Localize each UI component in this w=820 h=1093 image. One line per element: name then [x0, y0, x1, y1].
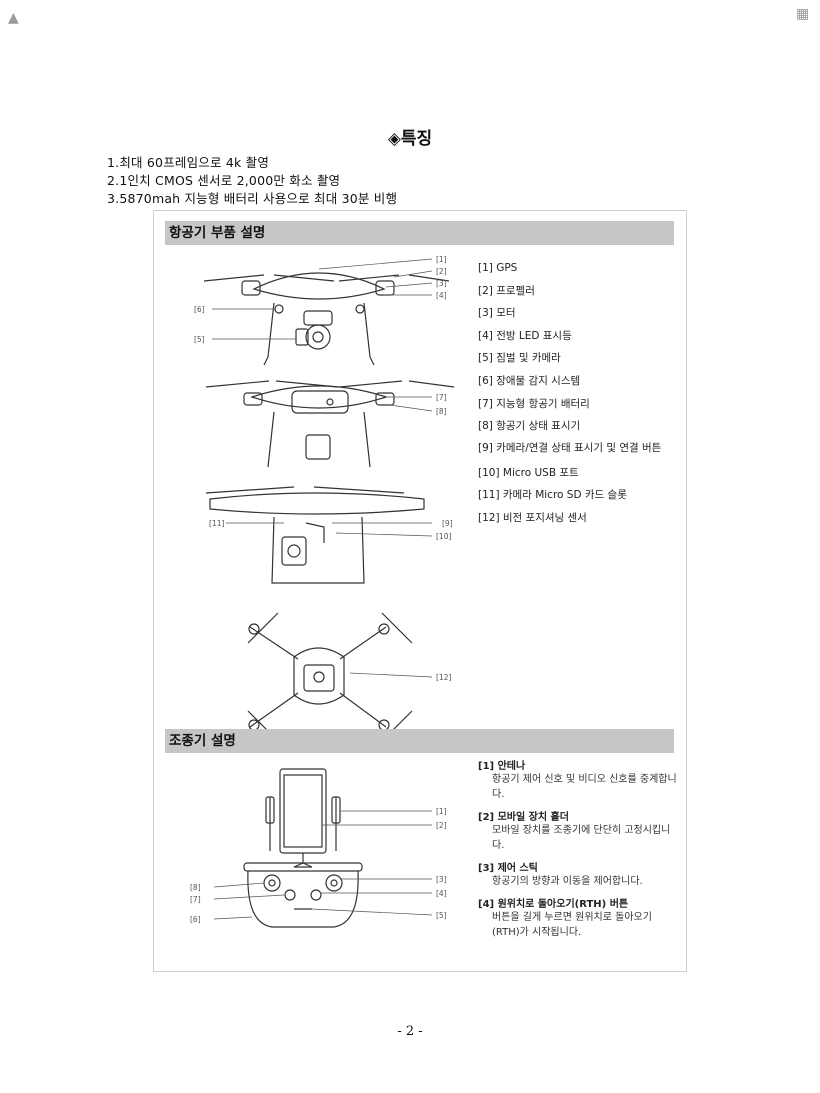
- rc-item-heading: [1] 안테나: [478, 761, 526, 772]
- part-item: [4] 전방 LED 표시등: [478, 329, 572, 342]
- controller-section-heading: 조종기 설명: [165, 729, 674, 753]
- page-number: - 2 -: [397, 1024, 423, 1039]
- part-item: [8] 항공기 상태 표시기: [478, 420, 581, 433]
- part-item: [7] 지능형 항공기 배터리: [478, 397, 590, 410]
- rc-callout-6: [6]: [190, 915, 201, 924]
- rc-callout-2: [2]: [436, 821, 447, 830]
- part-item: [5] 짐벌 및 카메라: [478, 352, 561, 365]
- callout-8: [8]: [436, 407, 447, 416]
- part-item: [11] 카메라 Micro SD 카드 슬롯: [478, 489, 627, 502]
- rc-callout-3: [3]: [436, 875, 447, 884]
- part-item: [1] GPS: [478, 262, 518, 274]
- corner-mark-left: ▲: [8, 10, 19, 26]
- rc-item-heading: [3] 제어 스틱: [478, 863, 538, 874]
- feature-3: 3.5870mah 지능형 배터리 사용으로 최대 30분 비행: [107, 191, 398, 206]
- part-item: [12] 비전 포지셔닝 센서: [478, 511, 587, 524]
- aircraft-parts-list: [1] GPS [2] 프로펠러 [3] 모터 [4] 전방 LED 표시등 […: [478, 257, 678, 530]
- rc-callout-1: [1]: [436, 807, 447, 816]
- drone-side-view: [205, 486, 425, 584]
- rc-item-description: 버튼을 길게 누르면 원위치로 돌아오기(RTH)가 시작됩니다.: [492, 912, 652, 938]
- part-item: [9] 카메라/연결 상태 표시기 및 연결 버튼: [478, 441, 662, 454]
- callout-10: [10]: [436, 532, 451, 541]
- manual-figure: 항공기 부품 설명: [153, 210, 687, 972]
- rc-callout-8: [8]: [190, 883, 201, 892]
- rc-item-description: 항공기 제어 신호 및 비디오 신호를 중계합니다.: [492, 774, 677, 800]
- callout-2: [2]: [436, 267, 447, 276]
- callout-5: [5]: [194, 335, 205, 344]
- feature-2: 2.1인치 CMOS 센서로 2,000만 화소 촬영: [107, 173, 341, 188]
- drone-rear-view: [205, 380, 455, 468]
- callout-11: [11]: [209, 519, 224, 528]
- callout-12: [12]: [436, 673, 451, 682]
- part-item: [3] 모터: [478, 307, 516, 320]
- callout-6: [6]: [194, 305, 205, 314]
- page-title: ◈특징: [387, 129, 433, 149]
- feature-1: 1.최대 60프레임으로 4k 촬영: [107, 155, 270, 170]
- rc-callout-4: [4]: [436, 889, 447, 898]
- controller-diagram: [1] [2] [3] [4] [5] [8] [7] [6]: [190, 768, 447, 928]
- callout-4: [4]: [436, 291, 447, 300]
- aircraft-diagrams: [1] [2] [3] [4] [6] [5] [7] [8] [11] [9]…: [194, 255, 455, 742]
- callout-9: [9]: [442, 519, 453, 528]
- drone-bottom-view: [247, 612, 413, 742]
- aircraft-section-heading: 항공기 부품 설명: [165, 221, 674, 245]
- drone-front-view: [203, 272, 450, 366]
- controller-description-list: [1] 안테나 항공기 제어 신호 및 비디오 신호를 중계합니다. [2] 모…: [478, 757, 678, 940]
- callout-7: [7]: [436, 393, 447, 402]
- part-item: [10] Micro USB 포트: [478, 466, 579, 479]
- rc-callout-5: [5]: [436, 911, 447, 920]
- rc-item-heading: [2] 모바일 장치 홀더: [478, 812, 569, 823]
- rc-item-description: 모바일 장치를 조종기에 단단히 고정시킵니다.: [492, 825, 671, 851]
- rc-item-heading: [4] 원위치로 돌아오기(RTH) 버튼: [478, 899, 629, 910]
- callout-1: [1]: [436, 255, 447, 264]
- callout-3: [3]: [436, 279, 447, 288]
- part-item: [2] 프로펠러: [478, 284, 535, 297]
- part-item: [6] 장애물 감지 시스템: [478, 374, 581, 387]
- corner-mark-right: ▦: [796, 6, 810, 22]
- rc-item-description: 항공기의 방향과 이동을 제어합니다.: [492, 876, 643, 887]
- rc-callout-7: [7]: [190, 895, 201, 904]
